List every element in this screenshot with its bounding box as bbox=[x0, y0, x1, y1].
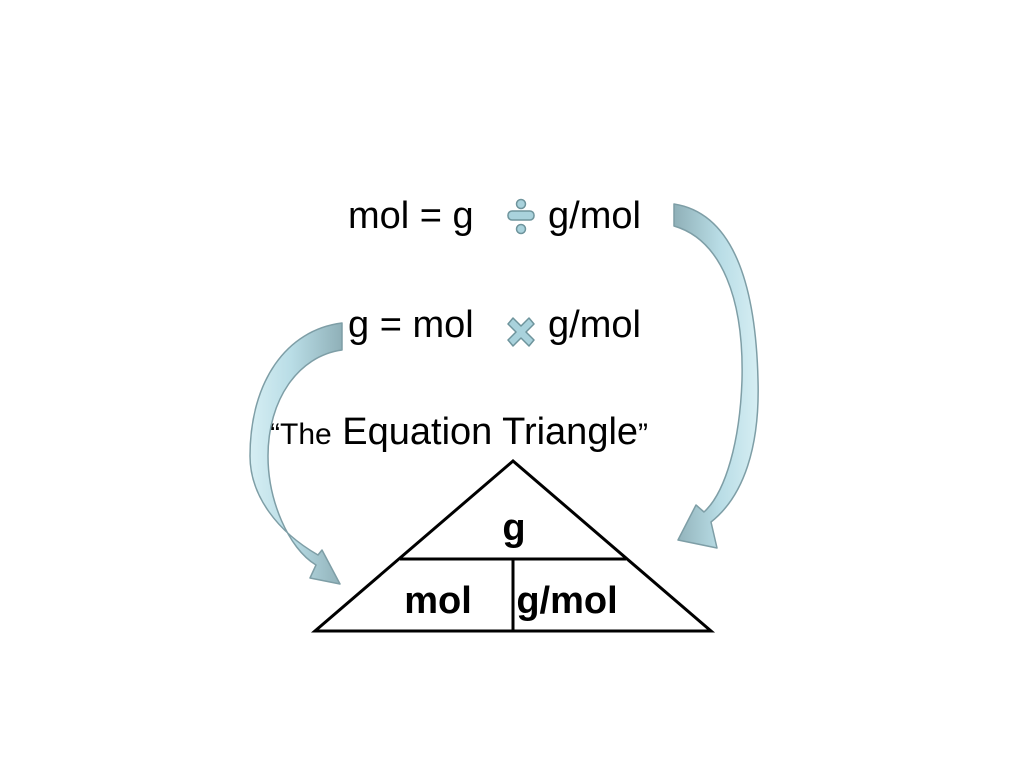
divide-icon bbox=[507, 198, 535, 235]
equation-2-left: g = mol bbox=[348, 304, 474, 346]
left-curved-arrow-icon bbox=[249, 322, 343, 585]
triangle-bottom-left-label: mol bbox=[404, 580, 472, 622]
multiply-icon bbox=[507, 317, 535, 347]
triangle-top-label: g bbox=[502, 507, 525, 549]
title-close-quote: ” bbox=[638, 418, 648, 451]
triangle-bottom-right-label: g/mol bbox=[516, 580, 617, 622]
diagram-title: “The Equation Triangle” bbox=[270, 411, 648, 453]
equation-triangle: g mol g/mol bbox=[310, 459, 716, 633]
right-curved-arrow-icon bbox=[673, 203, 759, 549]
equation-1-right: g/mol bbox=[548, 195, 641, 237]
title-word-the: The bbox=[280, 418, 332, 451]
equation-2-right: g/mol bbox=[548, 304, 641, 346]
title-open-quote: “ bbox=[270, 418, 280, 451]
title-rest: Equation Triangle bbox=[332, 411, 638, 453]
equation-1-left: mol = g bbox=[348, 195, 474, 237]
